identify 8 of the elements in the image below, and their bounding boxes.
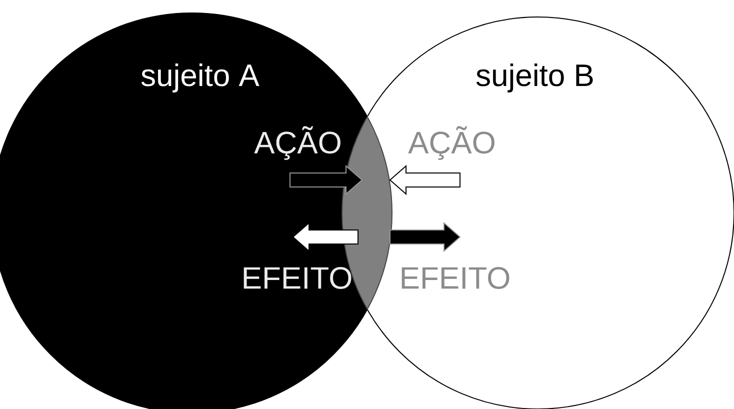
region-label: EFEITO [402, 267, 510, 289]
block-arrow [290, 164, 363, 196]
node-label: sujeito B [476, 64, 593, 92]
block-arrow [389, 164, 460, 196]
region-label: AÇÃO [254, 126, 340, 160]
block-arrow [292, 222, 358, 252]
block-arrow [390, 222, 461, 252]
region-label: AÇÃO [408, 126, 494, 160]
